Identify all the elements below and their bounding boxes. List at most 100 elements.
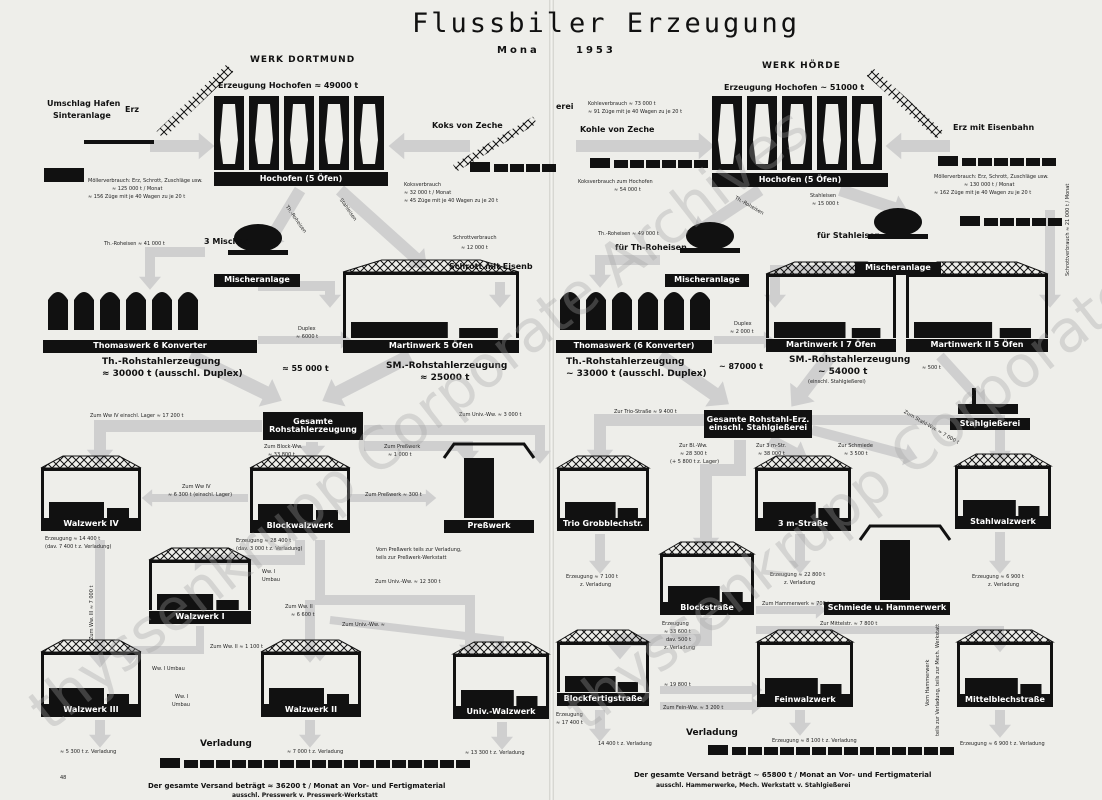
r-hall-martin2-pillar-l (906, 274, 909, 338)
r-train-erz-car-4 (1026, 158, 1040, 166)
r-hall-trio-machine (565, 502, 616, 518)
r-zur-block-note: (+ 5 800 t z. Lager) (670, 459, 720, 465)
r-erz-block1: Erzeugung (662, 621, 689, 627)
r-erz-trio2: z. Verladung (580, 582, 612, 588)
r-train-schrott-loco (960, 216, 980, 226)
l-arrow-koks-head (388, 132, 405, 160)
l-erz-wiv1: Erzeugung ≈ 14 400 t (45, 536, 101, 542)
r-arrow-fein-verl-head (789, 722, 811, 736)
r-erz-trio1: Erzeugung ≈ 7 100 t (566, 574, 619, 580)
l-versand2: ausschl. Presswerk v. Presswerk-Werkstat… (232, 792, 378, 799)
blast-furnaces (214, 96, 882, 170)
l-arrow-verl2-head (299, 734, 321, 748)
subtitle-right: 1953 (576, 45, 616, 56)
l-train-koks-car-2 (526, 164, 540, 172)
r-zur-block: Zur Bl.-Ww. (679, 443, 708, 449)
l-train-verl-car-14 (408, 760, 422, 768)
r-erz-3m2: z. Verladung (784, 580, 816, 586)
l-train-verl-car-5 (264, 760, 278, 768)
l-sm-rohstahl-amt: ≈ 25000 t (420, 373, 470, 383)
l-train-verl-car-0 (184, 760, 198, 768)
l-zum-ww-ii: Zum Ww. II (285, 604, 313, 610)
l-hall-martin-pillar-l (343, 272, 346, 338)
r-hall-martin2-beam (906, 274, 1048, 277)
l-arrow-to-univ-top (364, 425, 545, 456)
r-zur-3m: Zur 3 m-Str. (756, 443, 787, 449)
r-hall-trio-roof (555, 455, 651, 469)
l-hall-wiii-machine (49, 688, 104, 704)
l-hall-wiii-pillar-l (41, 652, 44, 704)
l-train-verl-car-16 (440, 760, 454, 768)
r-train-verl-car-6 (828, 747, 842, 755)
r-3m-box: 3 m-Straße (755, 518, 851, 531)
r-hall-trio-pillar-l (557, 468, 560, 518)
l-furnace-core-4 (360, 104, 378, 164)
title-left: Flussbil (412, 8, 567, 39)
r-martinwerk2-box: Martinwerk II 5 Öfen (906, 339, 1048, 352)
r-hall-trio-pillar-r (646, 468, 649, 518)
r-train-kohle-car-0 (614, 160, 628, 168)
l-hall-w1-pillar-r (248, 560, 251, 610)
r-erz-block2: ≈ 33 600 t (664, 629, 691, 635)
l-walzwerk3-box: Walzwerk III (41, 704, 141, 717)
r-hall-3m-pillar-l (755, 468, 758, 518)
r-press-gantry (858, 524, 952, 541)
l-converter-3 (126, 292, 146, 330)
r-train-schrott-car-2 (1016, 218, 1030, 226)
l-gesamt-amt: ≈ 55 000 t (282, 364, 329, 373)
r-converter-2 (612, 292, 632, 330)
r-arrow-bf-verl-head (589, 728, 611, 742)
l-train-verl-car-2 (216, 760, 230, 768)
l-hall-martin-beam (343, 272, 519, 275)
r-train-verl-car-11 (908, 747, 922, 755)
l-pagenum: 48 (60, 775, 67, 781)
l-arrow-to-presswerk-head (457, 450, 479, 464)
r-stahlgiesserei-box: Stahlgießerei (950, 418, 1030, 430)
l-hall-wii-pillar-r (358, 652, 361, 704)
r-hall-bf-beam (557, 642, 649, 645)
l-zum-ww-iv2-amt: ≈ 6 300 t (einschl. Lager) (168, 492, 233, 498)
l-arrow-verl1-head (89, 734, 111, 748)
l-walzwerk2-box: Walzwerk II (261, 704, 361, 717)
r-trio-box: Trio Grobblechstr. (557, 518, 649, 531)
l-arrow-w1-wiii-head (121, 653, 139, 665)
l-verl2: ≈ 7 000 t z. Verladung (287, 749, 344, 755)
l-hall-block-machine (258, 504, 313, 520)
l-th-rohstahl: Th.-Rohstahlerzeugung (102, 357, 221, 367)
l-zum-ww-iv2: Zum Ww IV (182, 484, 211, 490)
r-furnace-core-0 (718, 104, 736, 164)
r-erzeugung-hochofen: Erzeugung Hochofen ~ 51000 t (724, 83, 865, 92)
l-arrow-wiv-wiii-head (89, 654, 111, 668)
r-martinwerk1-box: Martinwerk I 7 Öfen (766, 339, 896, 352)
l-arrow-th-gesamt (186, 349, 276, 403)
r-th-rohstahl-amt: ~ 33000 t (ausschl. Duplex) (566, 369, 707, 379)
l-arrow-to-block-head (298, 445, 326, 462)
l-walzwerk1-box: Walzwerk I (149, 611, 251, 624)
r-converter-0 (560, 292, 580, 330)
r-erz-block3: dav. 500 t (666, 637, 692, 643)
l-furnace-core-2 (290, 104, 308, 164)
r-train-erz-car-1 (978, 158, 992, 166)
r-hall-stahl-beam (955, 466, 1051, 469)
r-koksverbrauch1: Koksverbrauch zum Hochofen (578, 179, 653, 185)
l-erzeugung-hochofen: Erzeugung Hochofen ≈ 49000 t (218, 81, 359, 90)
l-hall-wii-roof (260, 639, 362, 653)
r-hall-bf-pillar-l (557, 642, 560, 692)
l-univ-walzwerk-box: Univ.-Walzwerk (453, 706, 549, 719)
r-arrow-stahleisen (838, 184, 902, 216)
r-zur-3m-amt: ≈ 38 000 t (758, 451, 785, 457)
l-arrow-mischer-sm (258, 281, 335, 300)
l-umbau2: Umbau (172, 702, 190, 708)
r-fuer-stahl: für Stahleisen (817, 231, 881, 240)
l-train-verl-car-8 (312, 760, 326, 768)
r-feinwalzwerk-box: Feinwalzwerk (757, 694, 853, 707)
l-zum-univ3: Zum Univ.-Ww. ≈ (342, 622, 385, 628)
r-mischeranlage2-box: Mischeranlage (855, 262, 941, 275)
r-arrow-kohle-head (698, 132, 715, 160)
r-fuer-th: für Th-Roheisen (615, 243, 687, 252)
r-arrow-th-gesamt-head (705, 381, 729, 407)
l-press-gantry (442, 442, 536, 459)
r-hall-martin1-pillar-r (893, 274, 896, 338)
r-mixer2-drum (874, 208, 922, 236)
